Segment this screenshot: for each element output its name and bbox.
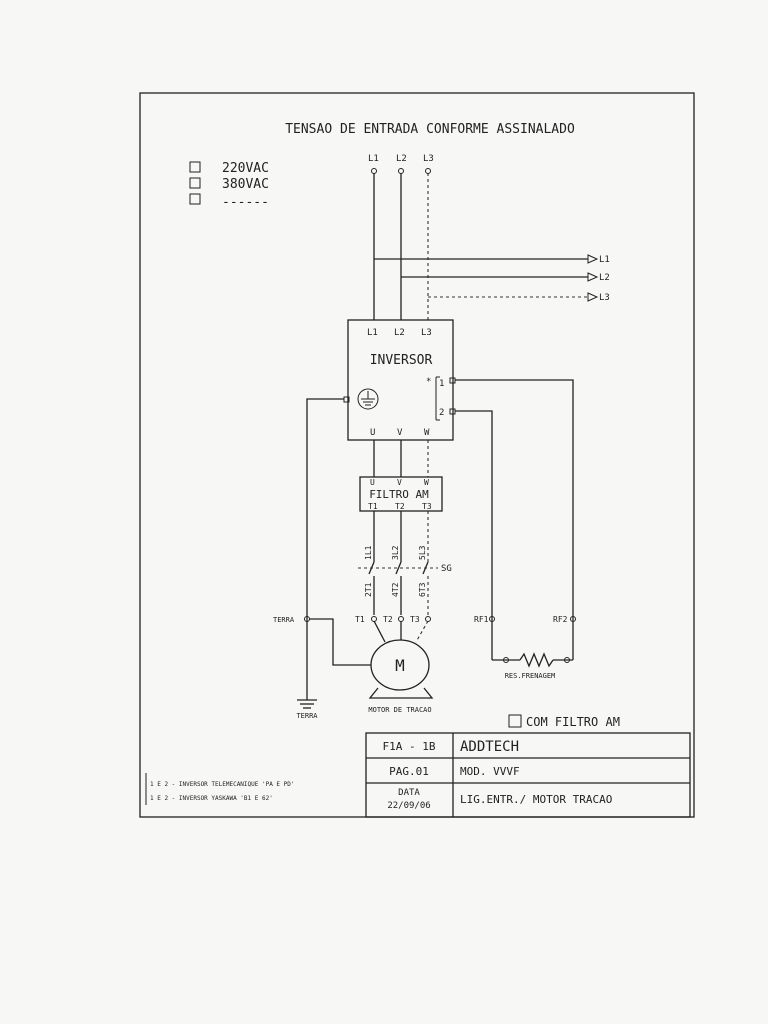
motor-base [368, 687, 434, 699]
note-2: 1 E 2 - INVERSOR YASKAWA 'B1 E 62' [150, 795, 273, 802]
note-1: 1 E 2 - INVERSOR TELEMECANIQUE 'PA E PD' [150, 781, 295, 788]
inverter-output-v: V [397, 428, 403, 438]
motor-label: MOTOR DE TRACAO [368, 706, 431, 714]
voltage-option-380: 380VAC [222, 177, 269, 192]
supply-label-l1: L1 [368, 154, 379, 164]
output-label-l2: L2 [599, 273, 610, 283]
motor-terminal-t3: T3 [410, 615, 420, 624]
inverter-input-l3: L3 [421, 328, 432, 338]
arrow-icon-l3 [587, 292, 599, 302]
output-label-l3: L3 [599, 293, 610, 303]
contactor-top-1l1: 1L1 [364, 545, 373, 560]
aux-terminal-2: 2 [439, 408, 444, 418]
supply-terminal-l2 [398, 168, 404, 174]
resistor-icon [519, 652, 554, 668]
filter-output-t1: T1 [368, 502, 378, 511]
ground-wire [306, 398, 344, 700]
title-block-drawing: F1A - 1B [383, 740, 436, 753]
checkbox-220vac[interactable] [189, 161, 201, 173]
supply-label-l2: L2 [396, 154, 407, 164]
title-block-description: LIG.ENTR./ MOTOR TRACAO [460, 793, 612, 806]
filter-input-v: V [397, 478, 402, 487]
filter-output-t3: T3 [422, 502, 432, 511]
aux-marker: * [426, 377, 431, 387]
inverter-input-l1: L1 [367, 328, 378, 338]
ground-icon [357, 388, 379, 410]
title-block-company: ADDTECH [460, 739, 519, 755]
motor-terminal-t1: T1 [355, 615, 365, 624]
checkbox-380vac[interactable] [189, 177, 201, 189]
arrow-icon-l2 [587, 272, 599, 282]
arrow-icon-l1 [587, 254, 599, 264]
title-block-date: 22/09/06 [387, 801, 430, 811]
filter-option-label: COM FILTRO AM [526, 715, 620, 729]
contactor-bottom-4t2: 4T2 [391, 582, 400, 597]
filter-output-t2: T2 [395, 502, 405, 511]
inverter-title: INVERSOR [370, 353, 433, 368]
contactor-top-5l3: 5L3 [418, 545, 427, 560]
inverter-output-u: U [370, 428, 375, 438]
voltage-options: 220VAC 380VAC ------ [189, 161, 269, 210]
contactor-top-3l2: 3L2 [391, 545, 400, 560]
filter-title: FILTRO AM [369, 488, 429, 501]
motor-ground-wire [309, 618, 371, 666]
title-block [365, 732, 691, 818]
supply-terminal-l3 [425, 168, 431, 174]
motor-terminal-t2: T2 [383, 615, 393, 624]
voltage-option-other: ------ [222, 195, 269, 210]
checkbox-com-filtro[interactable] [508, 714, 522, 728]
output-label-l1: L1 [599, 255, 610, 265]
motor-symbol: M [395, 656, 405, 675]
supply-label-l3: L3 [423, 154, 434, 164]
braking-wire-rf1 [455, 410, 493, 660]
braking-wire-rf2 [455, 379, 574, 660]
ground-label-top: TERRA [273, 616, 295, 624]
diagram-title: TENSAO DE ENTRADA CONFORME ASSINALADO [285, 122, 575, 137]
contactor-label: SG [441, 564, 452, 574]
inverter-output-w: W [424, 428, 430, 438]
checkbox-other[interactable] [189, 193, 201, 205]
braking-rf1-label: RF1 [474, 615, 489, 624]
title-block-page: PAG.01 [389, 765, 429, 778]
supply-terminal-l1 [371, 168, 377, 174]
voltage-option-220: 220VAC [222, 161, 269, 176]
ground-label-bottom: TERRA [296, 712, 318, 720]
contactor-bottom-2t1: 2T1 [364, 582, 373, 597]
aux-terminal-1: 1 [439, 379, 444, 389]
resistor-label: RES.FRENAGEM [505, 672, 556, 680]
earth-ground-icon [297, 699, 317, 709]
title-block-date-label: DATA [398, 788, 420, 798]
filter-input-w: W [424, 478, 429, 487]
inverter-box [347, 319, 454, 441]
title-block-model: MOD. VVVF [460, 765, 520, 778]
inverter-input-l2: L2 [394, 328, 405, 338]
contactor-bottom-6t3: 6T3 [418, 582, 427, 597]
filter-input-u: U [370, 478, 375, 487]
braking-rf2-label: RF2 [553, 615, 568, 624]
